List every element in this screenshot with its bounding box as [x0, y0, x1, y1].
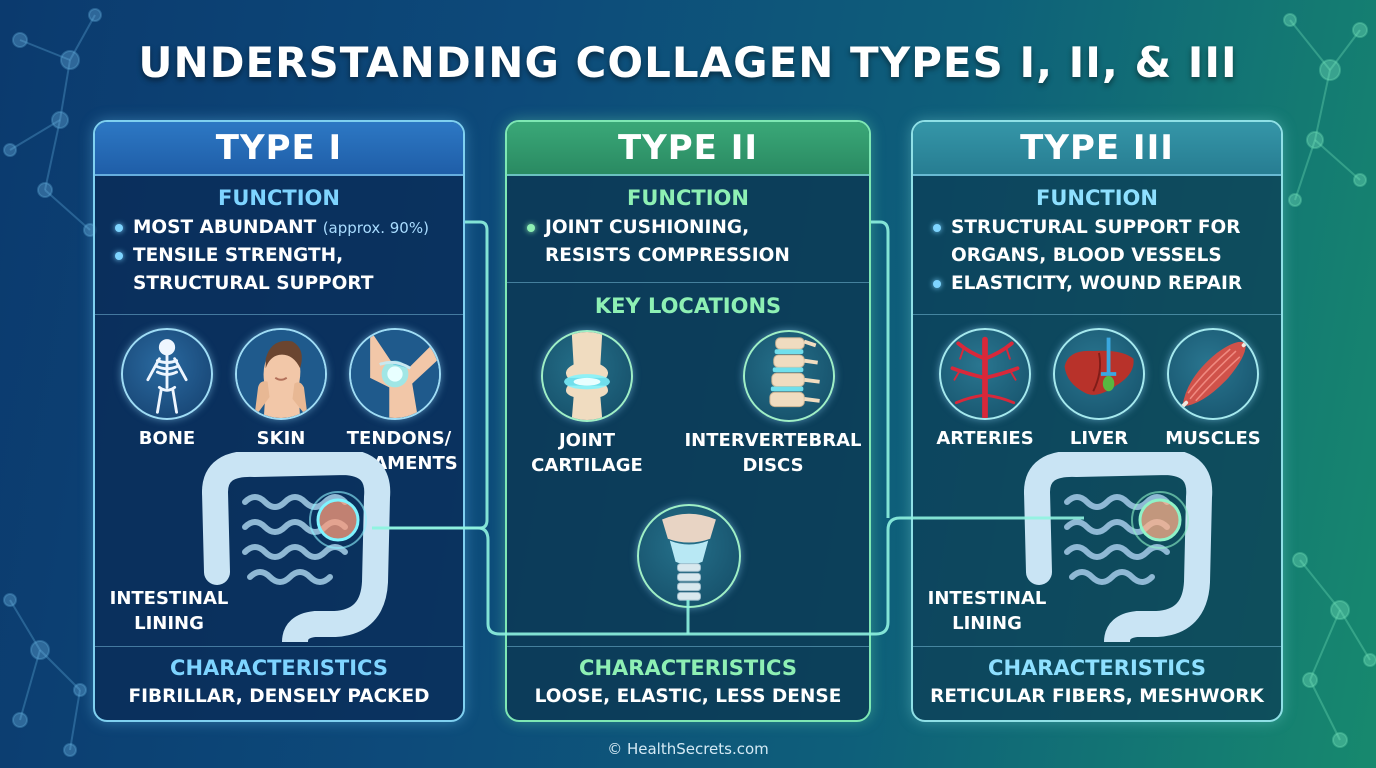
type-3-arteries-label: ARTERIES [936, 428, 1034, 449]
type-1-header: TYPE I [95, 122, 463, 176]
type-3-bullet-elasticity: ELASTICITY, WOUND REPAIR [931, 270, 1273, 298]
knee-joint-icon [541, 330, 633, 422]
type-2-panel: TYPE II FUNCTION JOINT CUSHIONING,RESIST… [505, 120, 871, 722]
type-1-panel: TYPE I FUNCTION MOST ABUNDANT (approx. 9… [93, 120, 465, 722]
type-3-function-title: FUNCTION [1036, 186, 1158, 210]
type-3-divider-bottom [913, 646, 1281, 647]
type-1-function-title: FUNCTION [218, 186, 340, 210]
type-2-locations-section: KEY LOCATIONS [507, 294, 869, 318]
type-2-divider-bottom [507, 646, 869, 647]
type-3-divider-top [913, 314, 1281, 315]
type-3-char-title: CHARACTERISTICS [988, 656, 1206, 680]
type-1-divider-bottom [95, 646, 463, 647]
type-2-bullet-cushioning: JOINT CUSHIONING,RESISTS COMPRESSION [525, 214, 861, 270]
type-1-char-text: FIBRILLAR, DENSELY PACKED [128, 686, 430, 707]
knee-tendon-icon [349, 328, 441, 420]
trachea-icon [637, 504, 741, 608]
type-1-bullet-abundant: MOST ABUNDANT (approx. 90%) [113, 214, 455, 242]
type-1-function-section: FUNCTION MOST ABUNDANT (approx. 90%) TEN… [95, 186, 463, 298]
type-1-abundance-note: (approx. 90%) [322, 219, 429, 237]
type-2-header: TYPE II [507, 122, 869, 176]
type-2-function-section: FUNCTION JOINT CUSHIONING,RESISTS COMPRE… [507, 186, 869, 270]
type-3-muscles-label: MUSCLES [1165, 428, 1261, 449]
type-1-divider-top [95, 314, 463, 315]
type-1-char-title: CHARACTERISTICS [170, 656, 388, 680]
type-2-locations-title: KEY LOCATIONS [594, 294, 782, 318]
type-3-header: TYPE III [913, 122, 1281, 176]
type-2-function-title: FUNCTION [627, 186, 749, 210]
type-1-skin-label: SKIN [256, 428, 306, 449]
type-1-function-list: MOST ABUNDANT (approx. 90%) TENSILE STRE… [95, 214, 463, 298]
type-2-char-text: LOOSE, ELASTIC, LESS DENSE [534, 686, 842, 707]
spine-icon [743, 330, 835, 422]
type-2-function-list: JOINT CUSHIONING,RESISTS COMPRESSION [507, 214, 869, 270]
type-3-panel: TYPE III FUNCTION STRUCTURAL SUPPORT FOR… [911, 120, 1283, 722]
type-3-liver-label: LIVER [1069, 428, 1129, 449]
arteries-icon [939, 328, 1031, 420]
skeleton-icon [121, 328, 213, 420]
liver-icon [1053, 328, 1145, 420]
type-2-characteristics: CHARACTERISTICS LOOSE, ELASTIC, LESS DEN… [507, 656, 869, 707]
type-2-divider-top [507, 282, 869, 283]
muscle-icon [1167, 328, 1259, 420]
type-3-char-text: RETICULAR FIBERS, MESHWORK [930, 686, 1264, 707]
type-1-bullet-tensile: TENSILE STRENGTH,STRUCTURAL SUPPORT [113, 242, 455, 298]
face-skin-icon [235, 328, 327, 420]
copyright-footer: © HealthSecrets.com [607, 740, 769, 758]
page-title: UNDERSTANDING COLLAGEN TYPES I, II, & II… [138, 38, 1238, 87]
type-1-characteristics: CHARACTERISTICS FIBRILLAR, DENSELY PACKE… [95, 656, 463, 707]
type-2-char-title: CHARACTERISTICS [579, 656, 797, 680]
type-3-characteristics: CHARACTERISTICS RETICULAR FIBERS, MESHWO… [913, 656, 1281, 707]
type-1-bone-label: BONE [138, 428, 196, 449]
